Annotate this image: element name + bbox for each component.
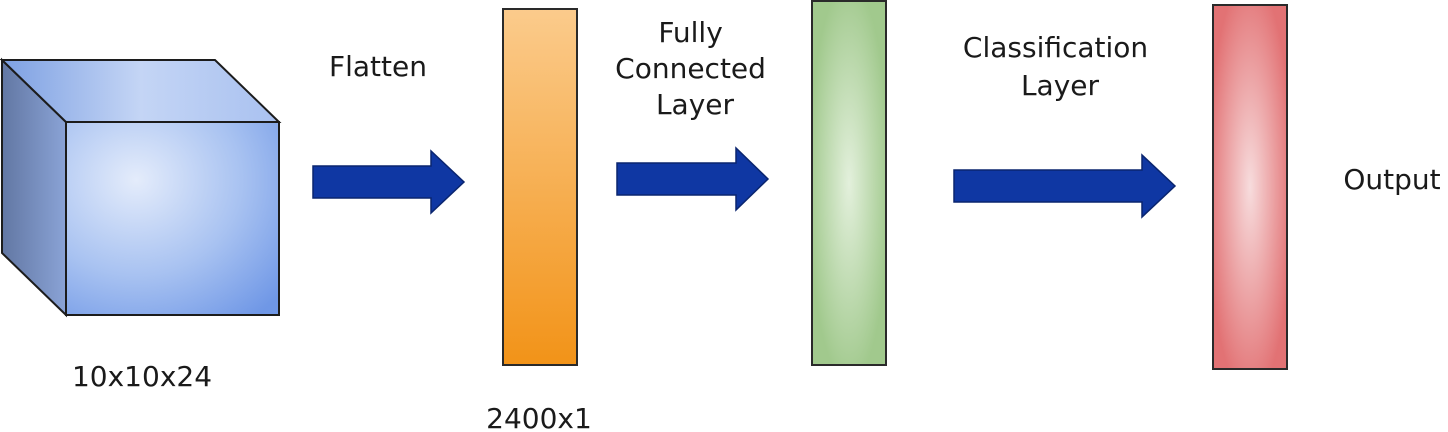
classification-label-line-1: Classification xyxy=(963,31,1148,64)
flatten-label: Flatten xyxy=(329,50,427,83)
cube-front-face xyxy=(65,121,280,316)
flattened-vector-bar xyxy=(502,8,578,366)
flatten-label-line: Flatten xyxy=(329,50,427,83)
fully-connected-label: Fully Connected Layer xyxy=(615,16,775,121)
classification-label: Classification Layer xyxy=(963,31,1157,102)
flattened-dims-label: 2400x1 xyxy=(486,402,592,432)
fully-connected-layer-bar xyxy=(811,0,887,366)
output-label: Output xyxy=(1343,163,1440,196)
fully-connected-label-line-2: Connected xyxy=(615,52,766,85)
input-dims-label: 10x10x24 xyxy=(72,360,212,393)
fully-connected-label-line-1: Fully xyxy=(658,16,722,49)
classification-label-line-2: Layer xyxy=(1021,69,1100,102)
input-cube xyxy=(0,57,282,318)
flatten-arrow xyxy=(312,149,466,215)
classification-arrow xyxy=(953,153,1177,219)
output-layer-bar xyxy=(1212,4,1288,370)
fully-connected-label-line-3: Layer xyxy=(656,88,735,121)
fully-connected-arrow xyxy=(616,146,770,212)
